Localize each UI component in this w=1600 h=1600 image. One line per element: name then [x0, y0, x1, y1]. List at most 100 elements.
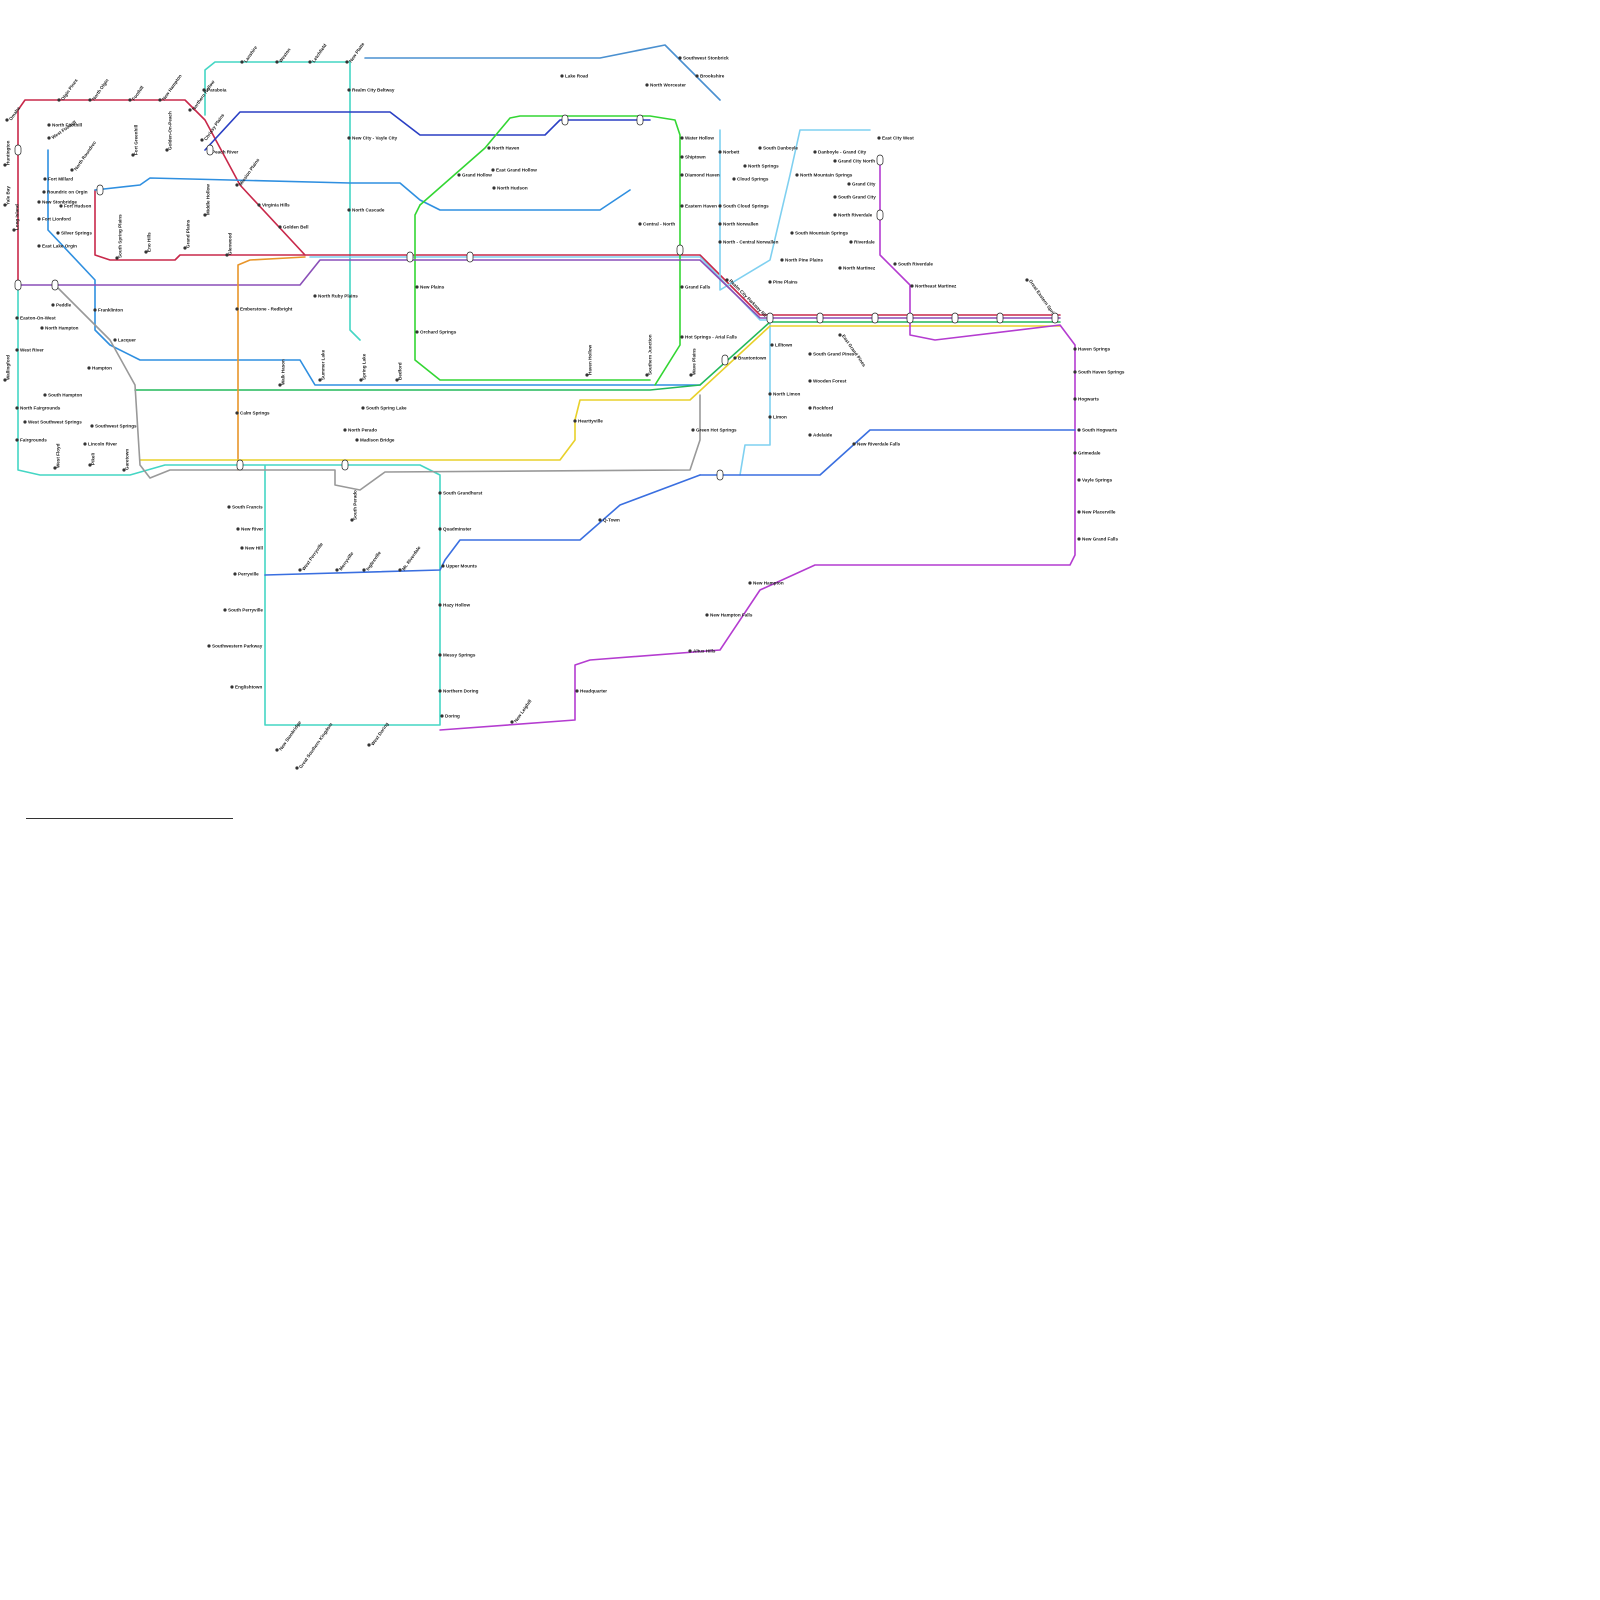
station[interactable]: East City West	[877, 136, 914, 141]
station[interactable]: Central - North	[638, 222, 675, 227]
station-marker[interactable]	[680, 136, 684, 140]
station-marker[interactable]	[335, 568, 339, 572]
station[interactable]: Silver Springs	[56, 231, 92, 236]
station[interactable]: Headquarter	[575, 689, 607, 694]
station[interactable]: Grand City North	[833, 159, 875, 164]
station-marker[interactable]	[37, 217, 41, 221]
station-marker[interactable]	[88, 98, 92, 102]
station[interactable]: Realm City Beltway	[347, 88, 395, 93]
interchange-marker[interactable]	[406, 251, 414, 263]
station[interactable]: Great Southern Kingdom	[295, 722, 333, 770]
station-marker[interactable]	[847, 182, 851, 186]
station[interactable]: Limon	[768, 415, 787, 420]
station-marker[interactable]	[12, 228, 16, 232]
station[interactable]: Fairgrounds	[15, 438, 47, 443]
station-marker[interactable]	[88, 463, 92, 467]
station-marker[interactable]	[733, 356, 737, 360]
station[interactable]: North Ruby Plains	[313, 294, 358, 299]
station-marker[interactable]	[350, 518, 354, 522]
station-marker[interactable]	[295, 766, 299, 770]
station-marker[interactable]	[838, 333, 842, 337]
station-marker[interactable]	[758, 146, 762, 150]
station-marker[interactable]	[15, 316, 19, 320]
station[interactable]: Grand Plains	[183, 219, 191, 250]
station[interactable]: Pikeli	[88, 453, 96, 467]
station[interactable]: Hazy Hollow	[438, 603, 470, 608]
station-marker[interactable]	[235, 307, 239, 311]
station[interactable]: Altus Hills	[688, 649, 716, 654]
station-marker[interactable]	[23, 420, 27, 424]
station-marker[interactable]	[438, 491, 442, 495]
station-marker[interactable]	[638, 222, 642, 226]
station[interactable]: South Spring Plains	[115, 214, 123, 260]
station[interactable]: Adelaide	[808, 433, 833, 438]
station[interactable]: Fort Millard	[43, 177, 73, 182]
station[interactable]: South Perryville	[223, 608, 263, 613]
station[interactable]: East Lake Orgin	[37, 244, 77, 249]
station-marker[interactable]	[362, 568, 366, 572]
station-marker[interactable]	[695, 74, 699, 78]
station[interactable]: Peddle	[51, 303, 72, 308]
station[interactable]: Rockford	[808, 406, 833, 411]
station[interactable]: Lincoln River	[83, 442, 117, 447]
station-marker[interactable]	[718, 222, 722, 226]
station-marker[interactable]	[1073, 370, 1077, 374]
station[interactable]: Q-Town	[598, 518, 620, 523]
station-marker[interactable]	[42, 190, 46, 194]
station-marker[interactable]	[15, 438, 19, 442]
station[interactable]: Hearttyville	[573, 419, 603, 424]
station-marker[interactable]	[113, 338, 117, 342]
station-marker[interactable]	[1077, 510, 1081, 514]
station-marker[interactable]	[718, 204, 722, 208]
station[interactable]: South Grand City	[833, 195, 876, 200]
station[interactable]: West River	[15, 348, 44, 353]
station-marker[interactable]	[691, 428, 695, 432]
station-marker[interactable]	[87, 366, 91, 370]
station-marker[interactable]	[680, 204, 684, 208]
station[interactable]: North Riverdale	[833, 213, 873, 218]
station[interactable]: North Mountain Springs	[795, 173, 853, 178]
station[interactable]: South Mountain Springs	[790, 231, 849, 236]
station-marker[interactable]	[492, 186, 496, 190]
station[interactable]: South Danboyle	[758, 146, 798, 151]
station-marker[interactable]	[689, 373, 693, 377]
station[interactable]: South Cloud Springs	[718, 204, 769, 209]
interchange-marker[interactable]	[996, 312, 1004, 324]
station[interactable]: North Haven	[487, 146, 520, 151]
station[interactable]: North Perado	[343, 428, 377, 433]
station-marker[interactable]	[275, 60, 279, 64]
station[interactable]: Lilltown	[770, 343, 793, 348]
station-marker[interactable]	[808, 379, 812, 383]
station-marker[interactable]	[3, 203, 7, 207]
station-marker[interactable]	[1077, 428, 1081, 432]
station-marker[interactable]	[838, 266, 842, 270]
station[interactable]: North Pine Plains	[780, 258, 823, 263]
station[interactable]: Green Hot Springs	[691, 428, 737, 433]
station-marker[interactable]	[833, 195, 837, 199]
station[interactable]: Orchard Springs	[415, 330, 457, 335]
station-marker[interactable]	[278, 225, 282, 229]
station-marker[interactable]	[278, 383, 282, 387]
interchange-marker[interactable]	[51, 279, 59, 291]
station-marker[interactable]	[40, 326, 44, 330]
station[interactable]: Madison Bridge	[355, 438, 395, 443]
station-marker[interactable]	[438, 603, 442, 607]
station-marker[interactable]	[768, 280, 772, 284]
station[interactable]: New Hill	[240, 546, 263, 551]
station[interactable]: North Norwallen	[718, 222, 759, 227]
station[interactable]: North Limon	[768, 392, 800, 397]
station[interactable]: Southwest Stonbrick	[678, 56, 729, 61]
station-marker[interactable]	[361, 406, 365, 410]
station[interactable]: Olgin Pines	[57, 78, 79, 102]
station[interactable]: Spring Lake	[359, 353, 367, 382]
station-marker[interactable]	[415, 330, 419, 334]
station-marker[interactable]	[395, 378, 399, 382]
station-marker[interactable]	[93, 308, 97, 312]
station-marker[interactable]	[491, 168, 495, 172]
station-marker[interactable]	[3, 378, 7, 382]
station-marker[interactable]	[43, 177, 47, 181]
station-marker[interactable]	[3, 163, 7, 167]
station[interactable]: Southwestern Parkway	[207, 644, 263, 649]
station-marker[interactable]	[144, 250, 148, 254]
station-marker[interactable]	[355, 438, 359, 442]
